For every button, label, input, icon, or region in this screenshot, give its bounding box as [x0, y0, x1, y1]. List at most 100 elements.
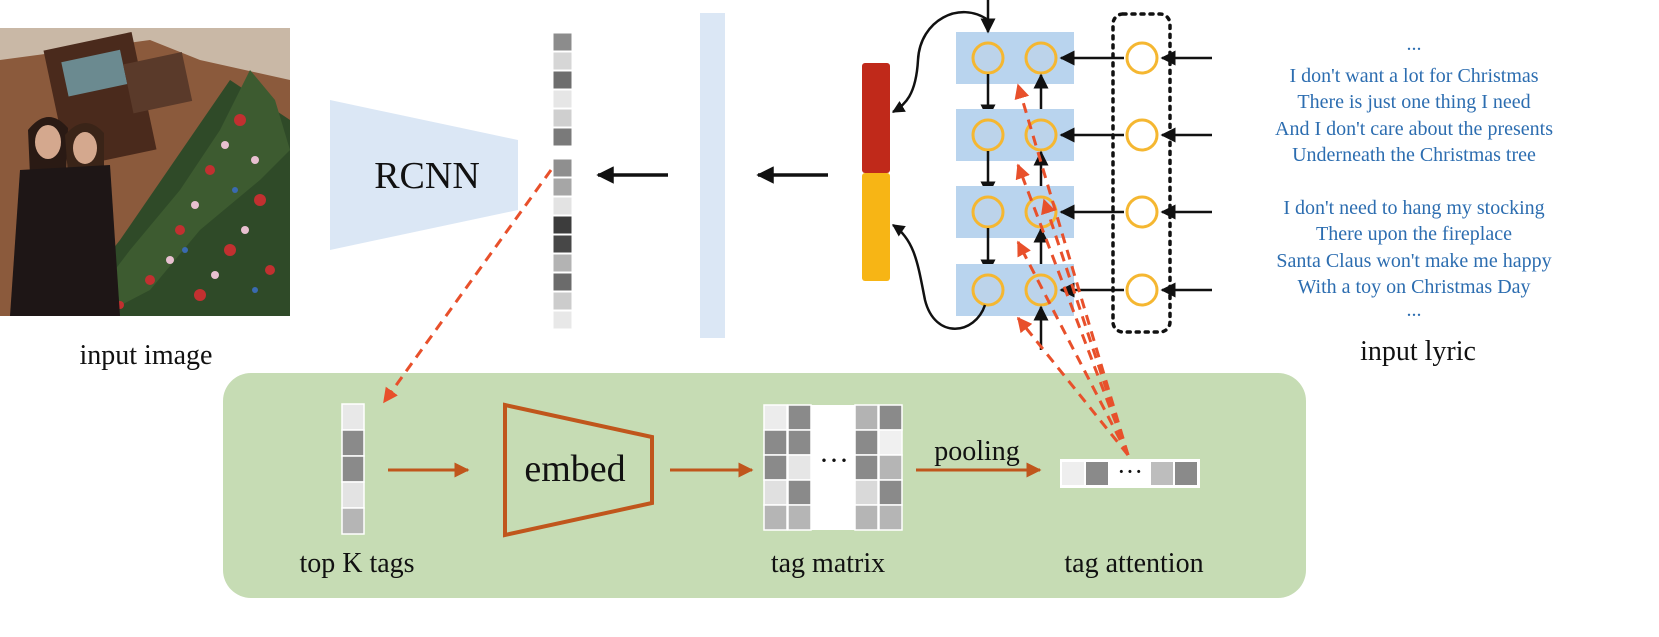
- tag-select-dashed-arrow: [382, 169, 553, 404]
- matrix-cell: [787, 404, 812, 431]
- curve-arrow-bottom: [891, 223, 987, 330]
- tag-cell: [341, 507, 365, 535]
- feature-cell: [552, 108, 573, 128]
- rnn-node-left: [971, 273, 1005, 307]
- embed-label: embed: [524, 448, 625, 490]
- top-k-tags-vector: [341, 403, 365, 535]
- lyrics-text: ... I don't want a lot for ChristmasThere…: [1275, 33, 1553, 321]
- feature-cell: [552, 89, 573, 109]
- matrix-cell: [878, 404, 903, 431]
- attention-cell: [1086, 462, 1108, 485]
- fusion-layer: [700, 13, 725, 338]
- input-node: [1125, 273, 1159, 307]
- attention-dashed-arrow: [1014, 83, 1130, 456]
- tag-cell: [341, 455, 365, 483]
- feature-cell: [552, 127, 573, 147]
- curve-arrow-top: [891, 10, 989, 114]
- lyric-line: I don't want a lot for Christmas: [1289, 65, 1538, 87]
- tag-matrix: [763, 404, 903, 531]
- input-image-label: input image: [80, 340, 213, 371]
- input-node: [1125, 195, 1159, 229]
- feature-cell: [552, 51, 573, 71]
- matrix-cell: [763, 404, 788, 431]
- feature-vector: [552, 32, 573, 330]
- lyric-line: There upon the fireplace: [1316, 223, 1512, 245]
- matrix-cell: [854, 429, 879, 456]
- matrix-cell: [854, 479, 879, 506]
- feature-cell: [552, 70, 573, 90]
- matrix-cell: [763, 504, 788, 531]
- input-embedding-box: [1111, 12, 1172, 334]
- attention-dashed-arrow: [1016, 316, 1130, 456]
- attention-dashed-arrow: [1015, 163, 1130, 456]
- lyric-line: Underneath the Christmas tree: [1292, 144, 1536, 166]
- lyric-line: ...: [1407, 299, 1422, 321]
- matrix-cell: [878, 429, 903, 456]
- matrix-cell: [787, 479, 812, 506]
- input-node: [1125, 41, 1159, 75]
- matrix-cell: [787, 429, 812, 456]
- matrix-cell: [878, 504, 903, 531]
- matrix-gap: [811, 405, 855, 530]
- feature-cell: [552, 310, 573, 330]
- feature-cell: [552, 291, 573, 311]
- feature-cell: [552, 196, 573, 216]
- attention-cell: [1175, 462, 1197, 485]
- matrix-cell: [878, 479, 903, 506]
- lyric-line: And I don't care about the presents: [1275, 118, 1553, 140]
- feature-cell: [552, 177, 573, 197]
- lyric-encoding-yellow: [862, 173, 890, 281]
- matrix-cell: [763, 479, 788, 506]
- attention-dashed-arrow: [1016, 240, 1130, 456]
- input-node: [1125, 118, 1159, 152]
- feature-cell: [552, 253, 573, 273]
- matrix-ellipsis: ···: [819, 444, 849, 477]
- rnn-node-right: [1024, 273, 1058, 307]
- feature-cell: [552, 272, 573, 292]
- feature-cell: [552, 234, 573, 254]
- matrix-cell: [854, 504, 879, 531]
- matrix-cell: [763, 429, 788, 456]
- matrix-cell: [787, 504, 812, 531]
- matrix-cell: [854, 454, 879, 481]
- pooling-label: pooling: [934, 436, 1020, 467]
- lyric-line: There is just one thing I need: [1297, 91, 1530, 113]
- rnn-node-right: [1024, 41, 1058, 75]
- tag-matrix-label: tag matrix: [771, 548, 885, 579]
- top-k-tags-label: top K tags: [299, 548, 414, 579]
- matrix-cell: [854, 404, 879, 431]
- rcnn-label: RCNN: [374, 155, 480, 197]
- attention-dashed-arrow: [1041, 198, 1130, 456]
- rnn-layers: [956, 32, 1212, 350]
- tag-cell: [341, 403, 365, 431]
- attention-arrows: [382, 83, 1130, 456]
- matrix-cell: [763, 454, 788, 481]
- feature-cell: [552, 215, 573, 235]
- feature-cell: [552, 158, 573, 178]
- lyric-line: With a toy on Christmas Day: [1297, 276, 1530, 298]
- rnn-node-right: [1024, 118, 1058, 152]
- tag-cell: [341, 481, 365, 509]
- rnn-node-left: [971, 195, 1005, 229]
- rnn-node-left: [971, 118, 1005, 152]
- feature-cell: [552, 32, 573, 52]
- attention-cell: [1062, 462, 1084, 485]
- embed-block: [503, 402, 654, 538]
- attention-cell: [1151, 462, 1173, 485]
- lyric-line: I don't need to hang my stocking: [1283, 197, 1544, 219]
- matrix-cell: [787, 454, 812, 481]
- lyric-line: ...: [1407, 33, 1422, 55]
- attention-cell: [1110, 462, 1132, 485]
- matrix-cell: [878, 454, 903, 481]
- tag-cell: [341, 429, 365, 457]
- input-photo: [0, 28, 290, 316]
- tag-attention-vector: [1060, 459, 1200, 488]
- rnn-node-left: [971, 41, 1005, 75]
- lyric-encoding-red: [862, 63, 890, 173]
- lyric-line: Santa Claus won't make me happy: [1276, 250, 1551, 272]
- attention-ellipsis: ···: [1117, 457, 1143, 486]
- rcnn-block: [330, 100, 518, 250]
- input-lyric-label: input lyric: [1360, 336, 1476, 367]
- tag-attention-label: tag attention: [1064, 548, 1203, 579]
